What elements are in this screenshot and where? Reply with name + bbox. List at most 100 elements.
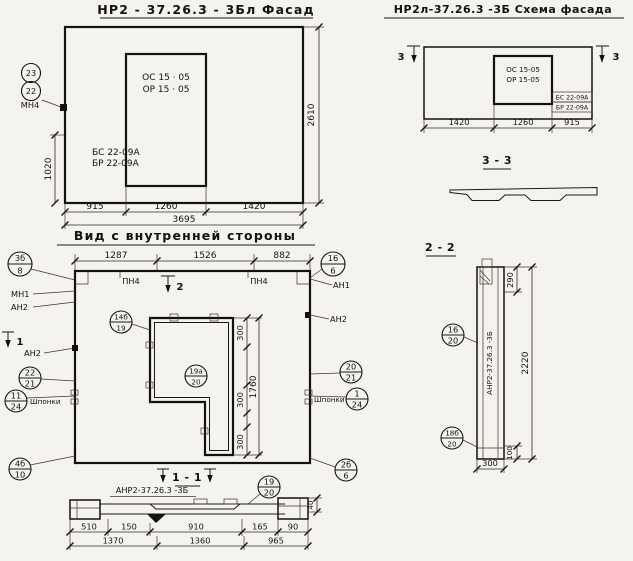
callout-16-6-top: 16 (328, 253, 338, 263)
section-2-2-view: 2 - 2 АНР2-37.26.3 -3Б 290 100 2220 300 … (425, 241, 537, 473)
facade-dimensions: 2610 1020 915 1260 1420 3695 (44, 23, 324, 229)
callout-2b-6-bottom: 6 (343, 471, 348, 481)
dim-100: 100 (505, 446, 514, 460)
callout-23 (20, 62, 42, 84)
callout-3b-8-top: 3б (15, 253, 25, 263)
callout-18b-20-bottom: 20 (447, 440, 457, 449)
opening-tab-2 (209, 313, 219, 322)
callout-3b-8-bottom: 8 (17, 266, 22, 276)
callout-1-24-top: 1 (354, 389, 359, 399)
facade-opening-outline (124, 52, 208, 188)
section-1-1-view: 1 - 1 АНР2-37.26.3 -3Б 19 20 40 (66, 471, 322, 550)
section-1-1-title: 1 - 1 (172, 471, 202, 484)
callout-19a-20-bottom: 20 (191, 378, 201, 387)
callout-22-21-top: 22 (25, 368, 35, 378)
key-marker-left-2 (70, 398, 79, 405)
scheme-tag-1: БС 22-09А (556, 95, 590, 102)
scheme-view: НР2л-37.26.3 -3Б Схема фасада 3 3 ОС 15-… (384, 3, 624, 201)
dim-965: 965 (268, 536, 284, 546)
label-shponki-left: Шпонки (30, 397, 61, 406)
opening-tab-3 (145, 341, 154, 349)
dim-165: 165 (252, 522, 268, 532)
dim-300-sec22: 300 (482, 458, 498, 468)
inner-title: Вид с внутренней стороны (74, 228, 296, 243)
callout-20-21-top: 20 (346, 362, 356, 372)
dim-1360: 1360 (190, 536, 211, 546)
key-marker-right-2 (304, 398, 313, 405)
facade-panel-outline (63, 25, 305, 205)
section-3-3-title: 3 - 3 (482, 154, 512, 167)
label-an2-a: АН2 (11, 302, 28, 312)
profile-tab-2 (223, 498, 238, 505)
dim-1287: 1287 (105, 251, 128, 261)
anchor-mn4-label: МН4 (21, 100, 39, 110)
scheme-tag-2: БР 22-09А (556, 105, 589, 112)
section-2-2-top-detail (481, 258, 493, 268)
callout-19-20-bottom: 20 (264, 488, 274, 498)
callout-22-label: 22 (26, 86, 36, 96)
opening-tab-4 (145, 381, 154, 389)
label-an1: АН1 (333, 280, 350, 290)
facade-opening-mark-1: ОС 15 · 05 (142, 73, 190, 83)
callout-19a-20-top: 19а (189, 367, 203, 376)
section-2-2-title: 2 - 2 (425, 241, 455, 254)
facade-view: НР2 - 37.26.3 - 3Бл Фасад ОС 15 · 05 ОР … (21, 2, 324, 229)
callout-22-21-bottom: 21 (25, 379, 35, 389)
anchor-an2-marker-right (305, 312, 311, 318)
dim-2610: 2610 (307, 103, 317, 126)
callout-16-6-bottom: 6 (330, 266, 335, 276)
label-shponki-right: Шпонки (314, 395, 345, 404)
section-3-label-right: 3 (613, 52, 620, 63)
facade-panel-mark-2: БР 22-09А (92, 159, 140, 169)
section-2-label: 2 (177, 282, 184, 293)
callout-19-20-top: 19 (264, 477, 274, 487)
facade-title: НР2 - 37.26.3 - 3Бл Фасад (97, 2, 315, 17)
callout-4b-10-bottom: 10 (15, 470, 25, 480)
opening-tab-1 (169, 313, 179, 322)
dim-300-b: 300 (235, 392, 245, 408)
callout-16-20-top: 16 (448, 325, 458, 335)
facade-panel-mark-1: БС 22-09А (92, 148, 140, 158)
inner-panel-outline (73, 269, 312, 465)
section-1-1-part-label: АНР2-37.26.3 -3Б (116, 485, 189, 495)
profile-left-block (69, 499, 101, 520)
dim-910: 910 (188, 522, 204, 532)
dim-510: 510 (81, 522, 97, 532)
dim-1420-scheme: 1420 (449, 117, 470, 127)
scheme-opening-mark-2: ОР 15-05 (506, 75, 539, 84)
callout-14b-19-top: 14б (114, 313, 128, 322)
scheme-opening-outline (492, 54, 554, 106)
inner-view: Вид с внутренней стороны 1287 1526 882 2… (2, 228, 369, 483)
dim-300-a: 300 (235, 325, 245, 341)
facade-opening-mark-2: ОР 15 · 05 (143, 85, 190, 95)
dim-1020: 1020 (44, 157, 54, 180)
dim-300-c: 300 (235, 434, 245, 450)
profile-right-block (277, 497, 309, 520)
section-2-2-dimensions: 290 100 2220 300 (473, 263, 537, 473)
callout-2b-6-top: 2б (341, 460, 351, 470)
dim-3695: 3695 (173, 215, 196, 225)
callout-1-24-bottom: 24 (352, 400, 362, 410)
scheme-opening-mark-1: ОС 15-05 (506, 65, 540, 74)
section-2-2-anchor-box (479, 266, 493, 285)
dim-2220: 2220 (521, 351, 531, 374)
dim-1420: 1420 (243, 202, 266, 212)
callout-18b-20-top: 18б (445, 429, 459, 438)
dim-290: 290 (505, 272, 515, 288)
key-marker-right-1 (304, 389, 313, 396)
dim-1260: 1260 (155, 202, 178, 212)
profile-wedge (147, 514, 166, 523)
section-1-1-dimensions: 40 510 150 910 165 90 1370 1360 965 (66, 494, 322, 550)
callout-22 (20, 80, 42, 102)
inner-opening-inner-line (154, 322, 229, 451)
anchor-an2-marker-left (72, 345, 78, 351)
dim-1526: 1526 (194, 251, 217, 261)
callout-16-20-bottom: 20 (448, 336, 458, 346)
label-pn4-right: ПН4 (250, 276, 268, 286)
callout-11-24-top: 11 (11, 391, 21, 401)
section-3-3-profile (449, 186, 598, 201)
dim-915: 915 (86, 202, 103, 212)
anchor-mn4-marker (60, 104, 67, 111)
